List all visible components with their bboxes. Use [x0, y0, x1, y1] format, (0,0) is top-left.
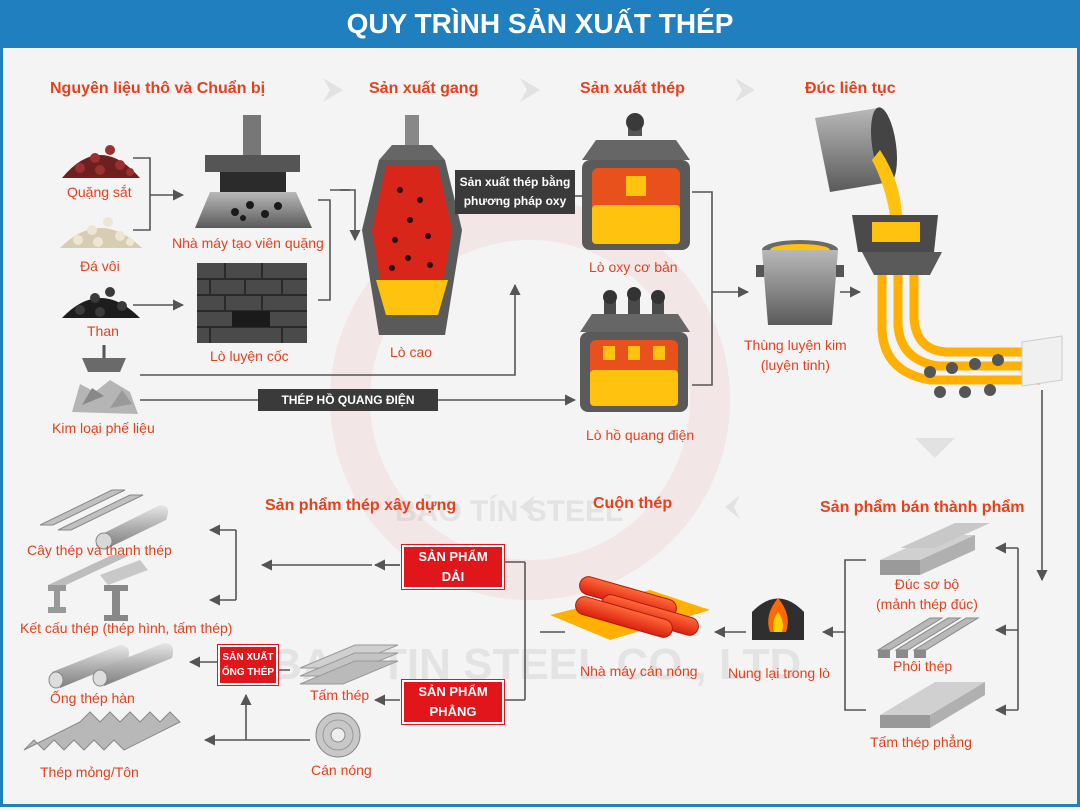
label-bof: Lò oxy cơ bản — [589, 259, 678, 275]
bloom-stack — [880, 523, 990, 575]
label-thin-sheet: Thép mỏng/Tôn — [40, 764, 139, 780]
corrugated-sheet — [23, 711, 181, 751]
hot-rolling-mill — [550, 576, 710, 640]
billet-stack — [876, 617, 980, 658]
slab-stack — [880, 682, 985, 728]
coal-pile — [62, 287, 140, 318]
section-raw-materials: Nguyên liệu thô và Chuẩn bị — [50, 80, 266, 97]
rebar-bundle — [39, 489, 168, 550]
label-structural: Kết cấu thép (thép hình, tấm thép) — [20, 620, 233, 636]
section-construction-products: Sản phẩm thép xây dựng — [265, 497, 457, 514]
label-bloom: Đúc sơ bộ (mảnh thép đúc) — [876, 576, 978, 612]
section-chevrons — [323, 78, 955, 519]
basic-oxygen-furnace — [582, 113, 690, 250]
label-reheat: Nung lại trong lò — [728, 665, 830, 681]
label-limestone: Đá vôi — [80, 258, 120, 274]
reheating-furnace — [752, 598, 804, 640]
label-eaf: Lò hồ quang điện — [586, 427, 695, 443]
box-flat-products: SẢN PHẨM PHẲNG — [402, 680, 504, 724]
section-iron-making: Sản xuất gang — [369, 80, 479, 97]
structural-beam — [48, 555, 148, 621]
limestone-pile — [60, 217, 142, 248]
label-billet: Phôi thép — [893, 658, 953, 674]
label-slab: Tấm thép phẳng — [870, 734, 972, 750]
label-iron-ore: Quặng sắt — [67, 184, 132, 200]
label-plate: Tấm thép — [310, 687, 370, 703]
page-title: QUY TRÌNH SẢN XUẤT THÉP — [0, 0, 1080, 48]
section-semi-finished: Sản phẩm bán thành phẩm — [820, 499, 1025, 516]
electric-arc-furnace — [580, 287, 690, 412]
box-oxygen-steelmaking: Sản xuất thép bằng phương pháp oxy — [455, 170, 575, 214]
label-coal: Than — [87, 323, 119, 339]
label-ladle: Thùng luyện kim (luyện tinh) — [744, 337, 847, 373]
blast-furnace — [362, 115, 462, 335]
flow-connectors — [133, 157, 1048, 746]
continuous-caster — [815, 107, 1063, 398]
label-rebar: Cây thép và thanh thép — [27, 542, 172, 558]
box-electric-arc: THÉP HỒ QUANG ĐIỆN — [258, 389, 438, 411]
label-coke-oven: Lò luyện cốc — [210, 348, 289, 364]
box-long-products: SẢN PHẨM DẢI — [402, 545, 504, 589]
iron-ore-pile — [62, 145, 140, 178]
section-continuous-casting: Đúc liên tục — [805, 80, 896, 97]
scrap-magnet — [72, 345, 138, 414]
label-pellet-plant: Nhà máy tạo viên quặng — [172, 235, 324, 251]
label-hot-rolled: Cán nóng — [311, 762, 372, 778]
coke-oven-wall — [197, 263, 307, 343]
box-pipe-production: SẢN XUẤT ỐNG THÉP — [218, 645, 278, 685]
pellet-plant-machine — [195, 115, 312, 228]
frame — [0, 48, 1080, 807]
welded-pipes — [48, 643, 173, 689]
label-hot-mill: Nhà máy cán nóng — [580, 663, 698, 679]
section-steel-coil: Cuộn thép — [593, 495, 673, 512]
steel-plate-stack — [299, 644, 399, 685]
label-welded-pipe: Ống thép hàn — [50, 690, 135, 706]
refining-ladle — [756, 240, 844, 325]
hot-rolled-coil — [315, 712, 361, 758]
label-blast-furnace: Lò cao — [390, 344, 433, 360]
label-scrap: Kim loại phế liệu — [52, 420, 155, 436]
section-steel-making: Sản xuất thép — [580, 80, 685, 97]
